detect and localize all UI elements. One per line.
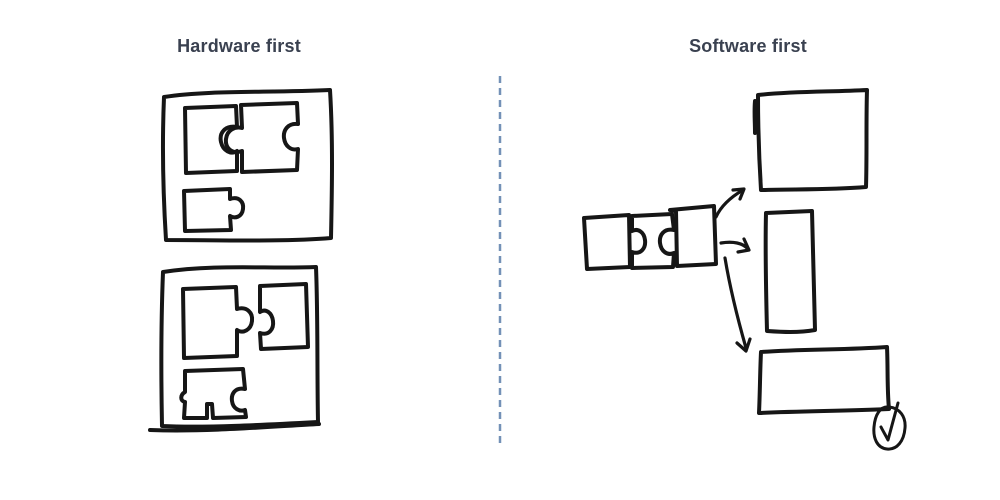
- puzzle-piece-bottom-small: [179, 367, 248, 420]
- check-circle-outline: [872, 405, 907, 451]
- arrow-to-bottom: [723, 256, 752, 353]
- puzzle-piece-bottom-left: [181, 285, 255, 360]
- check-circle-icon: [872, 401, 907, 451]
- arrow-to-bottom-head: [735, 337, 752, 353]
- puzzle-piece-top-right: [223, 101, 300, 174]
- board-outline-bottom: [159, 265, 320, 429]
- arrow-to-top-shaft: [714, 188, 745, 219]
- strip-piece-right: [668, 204, 718, 268]
- arrow-to-bottom-shaft: [723, 256, 748, 350]
- puzzle-piece-top-left: [183, 104, 239, 175]
- arrow-to-middle: [719, 237, 751, 254]
- target-rect-middle: [763, 209, 817, 334]
- board-outline-top: [160, 88, 334, 243]
- arrow-to-top-head: [731, 187, 746, 201]
- strip-piece-left: [582, 213, 632, 271]
- hardware-first-title: Hardware first: [177, 36, 301, 56]
- target-rect-bottom: [757, 345, 891, 415]
- arrow-to-middle-head: [736, 237, 751, 254]
- board-bottom-overstroke: [148, 422, 321, 433]
- strip-piece-middle: [630, 212, 676, 270]
- arrow-to-middle-shaft: [719, 240, 750, 251]
- puzzle-piece-bottom-right: [258, 282, 310, 351]
- software-sketch: [582, 88, 907, 451]
- puzzle-piece-top-small: [182, 187, 246, 233]
- software-first-title: Software first: [689, 36, 807, 56]
- check-icon: [879, 401, 900, 442]
- hardware-sketch: [148, 88, 334, 433]
- arrow-to-top: [714, 187, 746, 219]
- target-rect-top: [756, 88, 869, 192]
